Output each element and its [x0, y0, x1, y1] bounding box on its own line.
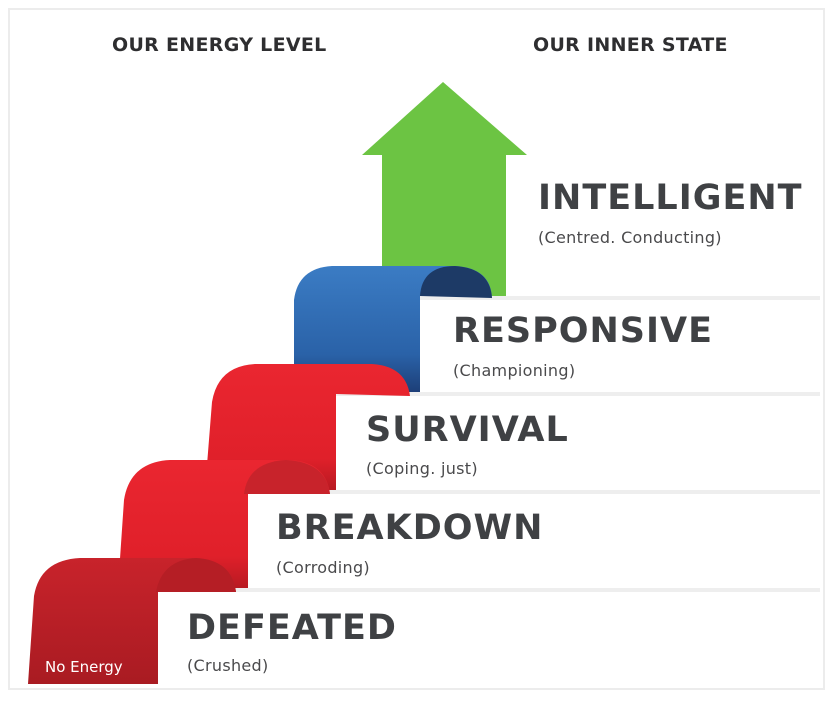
level-subtitle-responsive: (Championing): [453, 361, 576, 380]
level-subtitle-intelligent: (Centred. Conducting): [538, 228, 722, 247]
step-shadow: [158, 588, 820, 592]
step-shadow: [420, 296, 820, 300]
level-subtitle-defeated: (Crushed): [187, 656, 269, 675]
inner-state-header: OUR INNER STATE: [533, 34, 728, 56]
energy-level-header: OUR ENERGY LEVEL: [112, 34, 327, 56]
level-title-breakdown: BREAKDOWN: [276, 508, 544, 548]
responsive-ribbon-fold: [420, 266, 492, 298]
level-title-defeated: DEFEATED: [187, 608, 397, 648]
step-shadow: [248, 490, 820, 494]
defeated-ribbon-fold: [156, 558, 236, 592]
up-arrow-icon: [362, 82, 527, 300]
no-energy-label: No Energy: [45, 658, 123, 676]
survival-ribbon: [205, 364, 410, 490]
level-title-survival: SURVIVAL: [366, 410, 569, 450]
step-shadow: [336, 392, 820, 396]
responsive-ribbon: [294, 266, 492, 392]
level-subtitle-survival: (Coping. just): [366, 459, 478, 478]
level-title-intelligent: INTELLIGENT: [538, 178, 803, 218]
breakdown-ribbon-fold: [244, 460, 330, 494]
level-title-responsive: RESPONSIVE: [453, 311, 713, 351]
level-subtitle-breakdown: (Corroding): [276, 558, 370, 577]
